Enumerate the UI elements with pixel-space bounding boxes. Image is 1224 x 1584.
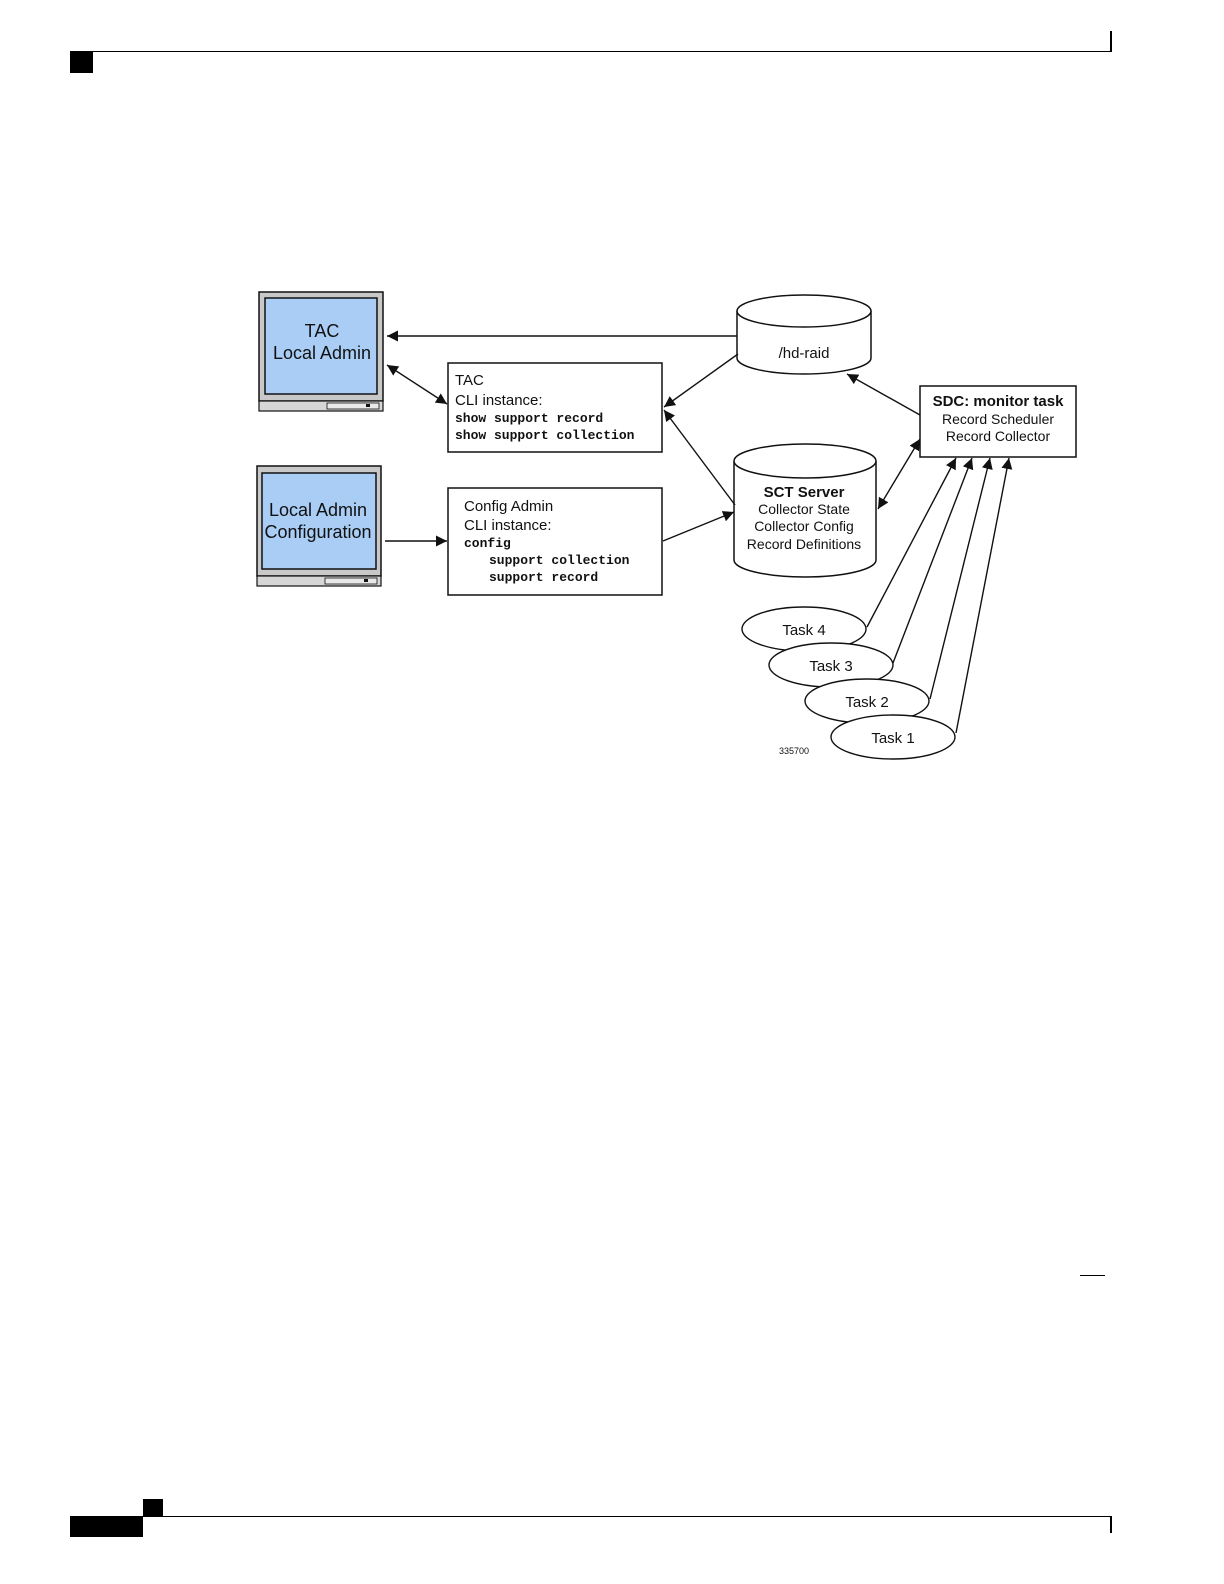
footer-rule [70, 1516, 1112, 1517]
arrow-sdc-to-hdraid [846, 373, 921, 416]
config-cli-cmd1: config [464, 536, 511, 551]
task-2-label: Task 2 [845, 694, 888, 711]
arrow-task2-to-sdc [929, 457, 993, 700]
sdc-monitor-box: SDC: monitor task Record Scheduler Recor… [919, 385, 1077, 458]
config-monitor-line1: Local Admin [269, 500, 367, 520]
sct-server-line2: Collector Config [754, 518, 854, 534]
arrow-tac-monitor-tac-cli [386, 364, 448, 405]
hd-raid-cylinder: /hd-raid [736, 294, 872, 375]
footer-block-mark [70, 1517, 143, 1537]
tac-cli-line2: CLI instance: [455, 392, 543, 409]
tac-monitor-line2: Local Admin [273, 343, 371, 363]
sdc-title: SDC: monitor task [933, 393, 1065, 410]
sct-server-title: SCT Server [764, 484, 845, 501]
arrow-sct-to-tac-cli [663, 409, 736, 506]
task-1: Task 1 [830, 714, 956, 760]
task-1-label: Task 1 [871, 730, 914, 747]
tac-cli-cmd1: show support record [455, 411, 603, 426]
tac-monitor: TAC Local Admin [258, 291, 384, 412]
footer-right-tick [1110, 1517, 1112, 1533]
arrow-hdraid-to-tac-cli [663, 353, 739, 408]
sct-server-line3: Record Definitions [747, 536, 861, 552]
config-cli-cmd2: support collection [489, 553, 630, 568]
figure-id: 335700 [779, 746, 809, 756]
header-rule [70, 51, 1112, 52]
tac-monitor-line1: TAC [305, 321, 340, 341]
task-3-label: Task 3 [809, 658, 852, 675]
margin-short-rule [1080, 1275, 1105, 1276]
arrow-config-cli-to-sct [662, 511, 735, 542]
footer-small-mark [143, 1499, 163, 1517]
task-4: Task 4 [741, 606, 867, 652]
task-3: Task 3 [768, 642, 894, 688]
header-corner-mark [70, 52, 93, 73]
config-monitor-line2: Configuration [264, 522, 371, 542]
hd-raid-label: /hd-raid [779, 345, 830, 362]
tac-cli-box: TAC CLI instance: show support record sh… [447, 362, 663, 453]
task-ellipses: Task 4 Task 3 Task 2 Task 1 [741, 606, 956, 760]
config-monitor: Local Admin Configuration [256, 465, 382, 587]
arrow-sdc-sct [877, 438, 921, 510]
arrow-task3-to-sdc [892, 457, 974, 664]
sdc-line1: Record Scheduler [942, 411, 1054, 427]
sct-server-cylinder: SCT Server Collector State Collector Con… [733, 443, 877, 578]
task-4-label: Task 4 [782, 622, 825, 639]
config-cli-line1: Config Admin [464, 498, 553, 515]
sct-server-line1: Collector State [758, 501, 850, 517]
connectors [385, 330, 1013, 734]
config-cli-cmd3: support record [489, 570, 598, 585]
tac-cli-cmd2: show support collection [455, 428, 635, 443]
arrow-task1-to-sdc [955, 457, 1013, 734]
arrow-task4-to-sdc [866, 457, 957, 628]
config-cli-line2: CLI instance: [464, 517, 552, 534]
config-cli-box: Config Admin CLI instance: config suppor… [447, 487, 663, 596]
sdc-line2: Record Collector [946, 428, 1051, 444]
tac-cli-line1: TAC [455, 372, 484, 389]
header-right-tick [1110, 31, 1112, 52]
